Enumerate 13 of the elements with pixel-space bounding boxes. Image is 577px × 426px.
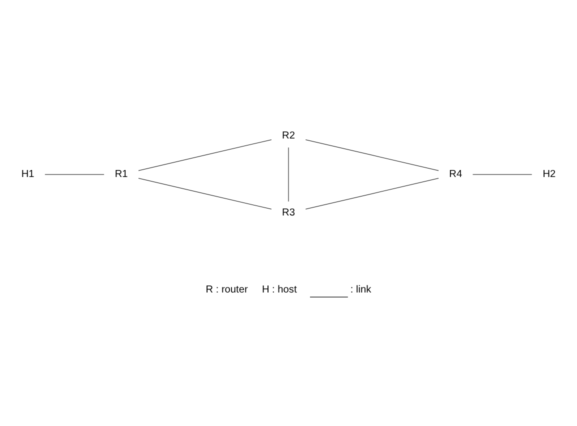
node-text: H1 (21, 168, 34, 180)
connector (305, 139, 439, 171)
connector (138, 178, 272, 210)
node-text: H2 (542, 168, 556, 180)
connector (138, 139, 272, 171)
node-text: R1 (114, 168, 128, 180)
node-text: R4 (449, 168, 462, 180)
node-text: R2 (282, 130, 295, 142)
label: R : router (206, 284, 248, 296)
connector (305, 178, 439, 210)
legend-label: : link (350, 284, 372, 296)
label: H : host (262, 284, 297, 296)
node-text: R3 (282, 207, 295, 218)
